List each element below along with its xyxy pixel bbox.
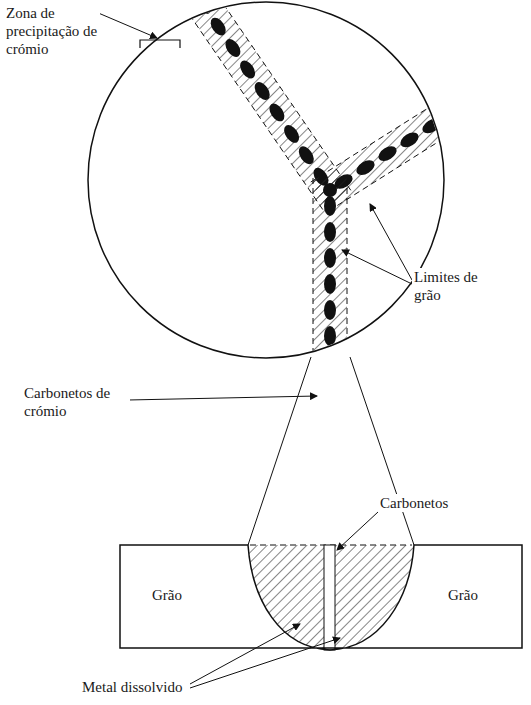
part-label: Metal dissolvido	[80, 678, 184, 696]
zone-edge	[347, 178, 348, 380]
chromium-carbide	[420, 116, 443, 137]
zoom-line	[350, 357, 414, 545]
chromium-carbide	[237, 58, 258, 81]
chromium-carbide	[324, 352, 336, 372]
chromium-carbide	[324, 300, 336, 320]
chromium-carbide	[354, 157, 377, 178]
part-label: Carbonetos	[378, 494, 450, 512]
grain-label: Grão	[446, 586, 480, 604]
part-label: Limites de grão	[412, 268, 496, 304]
leader-line	[370, 204, 412, 280]
zone-edge	[329, 122, 469, 210]
zone-edge	[186, 10, 323, 210]
chromium-carbide	[398, 129, 421, 150]
chromium-carbide	[376, 143, 399, 164]
chromium-carbide	[324, 196, 336, 216]
zoom-line	[248, 357, 311, 545]
chromium-carbide	[193, 0, 214, 17]
chromium-carbide	[208, 15, 229, 38]
zone-edge	[313, 178, 314, 380]
chromium-carbide	[324, 222, 336, 242]
leader-line	[96, 12, 157, 38]
leader-line	[190, 638, 340, 688]
zone-edge	[214, 0, 351, 190]
zone-bracket	[140, 40, 180, 48]
leader-line	[342, 250, 412, 284]
chromium-carbide	[281, 122, 302, 145]
magnified-circle	[88, 2, 444, 358]
chromium-carbide	[324, 326, 336, 346]
chromium-carbide	[323, 183, 337, 197]
zone-edge	[311, 94, 451, 182]
part-label: Zona de precipitação de crómio	[4, 4, 100, 58]
dissolved-metal-pit	[248, 545, 414, 650]
leader-line	[128, 396, 317, 400]
metal-section	[120, 545, 522, 650]
leader-line	[190, 624, 300, 684]
chromium-carbide	[324, 248, 336, 268]
carbide-strip	[324, 545, 335, 650]
grain-boundary-bands	[186, 0, 469, 380]
part-label: Carbonetos de crómio	[22, 384, 130, 420]
chromium-carbide	[296, 144, 317, 167]
chromium-carbide	[222, 36, 243, 59]
precipitation-zone	[311, 94, 469, 211]
chromium-carbide	[266, 101, 287, 124]
chromium-carbide	[324, 274, 336, 294]
chromium-carbide	[252, 79, 273, 102]
grain-label: Grão	[150, 586, 184, 604]
chromium-carbide	[442, 102, 465, 123]
leader-line	[337, 512, 378, 550]
